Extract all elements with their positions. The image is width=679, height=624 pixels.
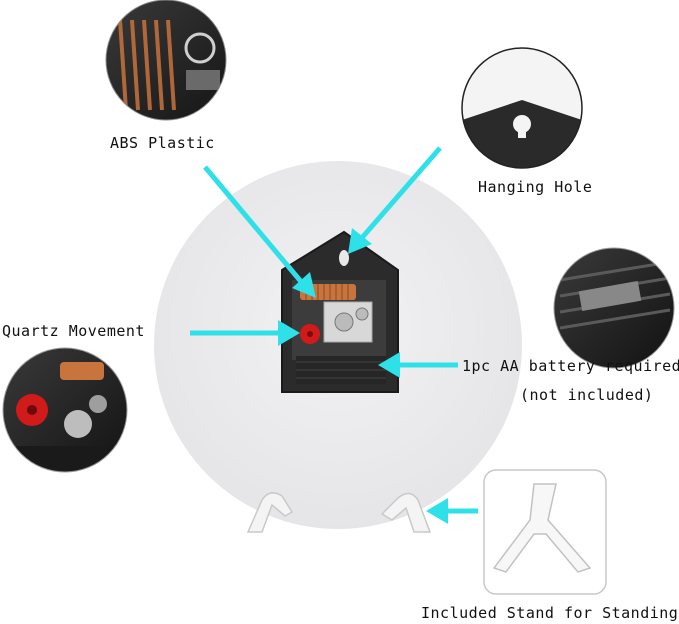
- label-battery-not-included: (not included): [520, 386, 654, 404]
- stand-on-clock: [246, 492, 432, 533]
- battery-compartment-photo: [554, 248, 674, 368]
- label-hanging-hole: Hanging Hole: [478, 178, 593, 196]
- label-battery-required: 1pc AA battery required: [462, 357, 679, 375]
- stand-photo: [483, 469, 607, 595]
- label-quartz-movement: Quartz Movement: [2, 322, 145, 340]
- arrows: [190, 146, 478, 524]
- arrow-hanging-hole: [358, 146, 442, 242]
- label-included-stand: Included Stand for Standing: [421, 604, 679, 622]
- arrow-abs-plastic: [203, 165, 305, 286]
- quartz-movement-photo: [3, 348, 127, 472]
- hanging-hole-photo: [462, 48, 582, 168]
- abs-plastic-photo: [106, 0, 226, 120]
- label-abs-plastic: ABS Plastic: [110, 134, 215, 152]
